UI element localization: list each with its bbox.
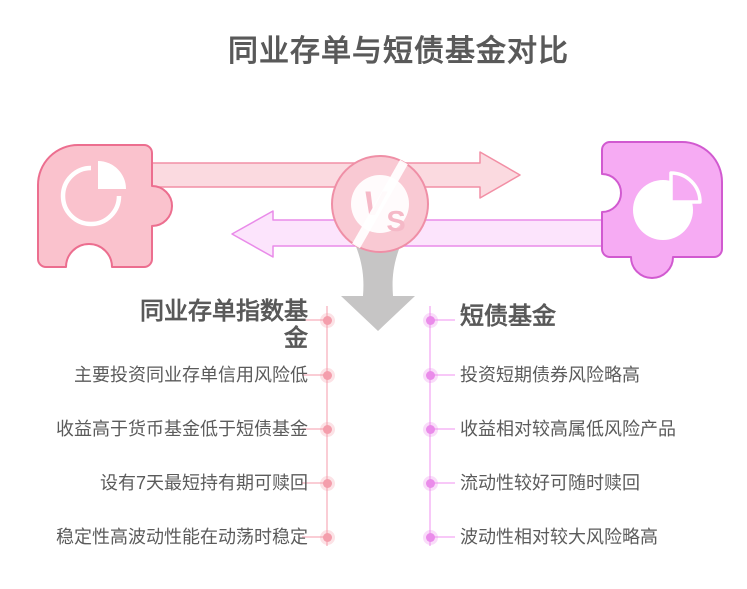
left-tick (302, 536, 326, 538)
left-node-dot (323, 478, 332, 488)
right-node-dot (426, 424, 435, 434)
left-list-item: 设有7天最短持有期可赎回 (99, 473, 308, 493)
left-list-item: 主要投资同业存单信用风险低 (74, 365, 308, 385)
right-list-item: 波动性相对较大风险略高 (460, 527, 658, 547)
right-node-dot (426, 370, 435, 380)
left-node-dot (323, 370, 332, 380)
right-node-dot (426, 315, 435, 325)
left-tick (302, 374, 326, 376)
vs-badge-icon: V S (331, 155, 429, 253)
left-column-heading: 同业存单指数基金 (140, 298, 308, 352)
left-tick (302, 482, 326, 484)
left-puzzle-icon (37, 144, 173, 268)
right-node-dot (426, 532, 435, 542)
right-puzzle-icon (601, 141, 723, 279)
left-list-item: 收益高于货币基金低于短债基金 (56, 419, 308, 439)
pie-chart-icon (60, 161, 126, 227)
right-tick (431, 428, 455, 430)
vs-letter-s: S (386, 206, 405, 238)
left-node-dot (323, 315, 332, 325)
left-node-dot (323, 424, 332, 434)
left-tick (302, 319, 326, 321)
right-tick (431, 482, 455, 484)
right-node-dot (426, 478, 435, 488)
down-arrow-icon (341, 244, 415, 331)
right-tick (431, 319, 455, 321)
right-tick (431, 536, 455, 538)
right-list-item: 流动性较好可随时赎回 (460, 473, 640, 493)
right-arrow-icon (149, 151, 521, 199)
left-node-dot (323, 532, 332, 542)
pie-chart-icon (633, 171, 702, 240)
page-title: 同业存单与短债基金对比 (228, 35, 569, 68)
left-list-item: 稳定性高波动性能在动荡时稳定 (56, 527, 308, 547)
right-list-item: 收益相对较高属低风险产品 (460, 419, 676, 439)
right-list-item: 投资短期债券风险略高 (460, 365, 640, 385)
right-column-heading: 短债基金 (460, 303, 556, 330)
left-arrow-icon (231, 210, 613, 258)
left-tick (302, 428, 326, 430)
right-tick (431, 374, 455, 376)
